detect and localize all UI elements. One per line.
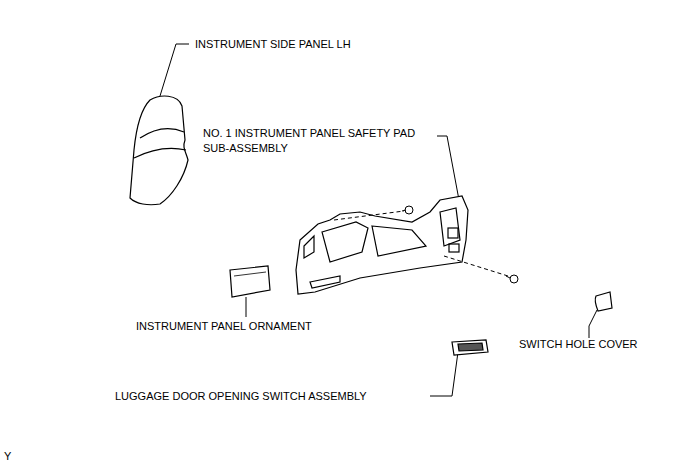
- leader-line: [437, 136, 459, 200]
- part-name: SWITCH HOLE COVER: [519, 337, 638, 352]
- side-panel: [130, 96, 188, 205]
- switch-hole-cover: [595, 292, 612, 311]
- part-name: INSTRUMENT PANEL ORNAMENT: [136, 319, 312, 334]
- figure-code: Y: [4, 449, 11, 463]
- safety-pad: [296, 196, 468, 294]
- screw: [402, 206, 518, 283]
- luggage-switch: [452, 340, 488, 355]
- part-name: LUGGAGE DOOR OPENING SWITCH ASSEMBLY: [115, 389, 367, 404]
- part-name: NO. 1 INSTRUMENT PANEL SAFETY PAD SUB-AS…: [203, 126, 443, 156]
- leader-line: [246, 297, 247, 317]
- leader-line: [430, 352, 458, 396]
- leader-line: [589, 310, 597, 338]
- part-name: INSTRUMENT SIDE PANEL LH: [195, 37, 351, 52]
- leader-line: [160, 44, 189, 96]
- panel-ornament: [230, 266, 270, 297]
